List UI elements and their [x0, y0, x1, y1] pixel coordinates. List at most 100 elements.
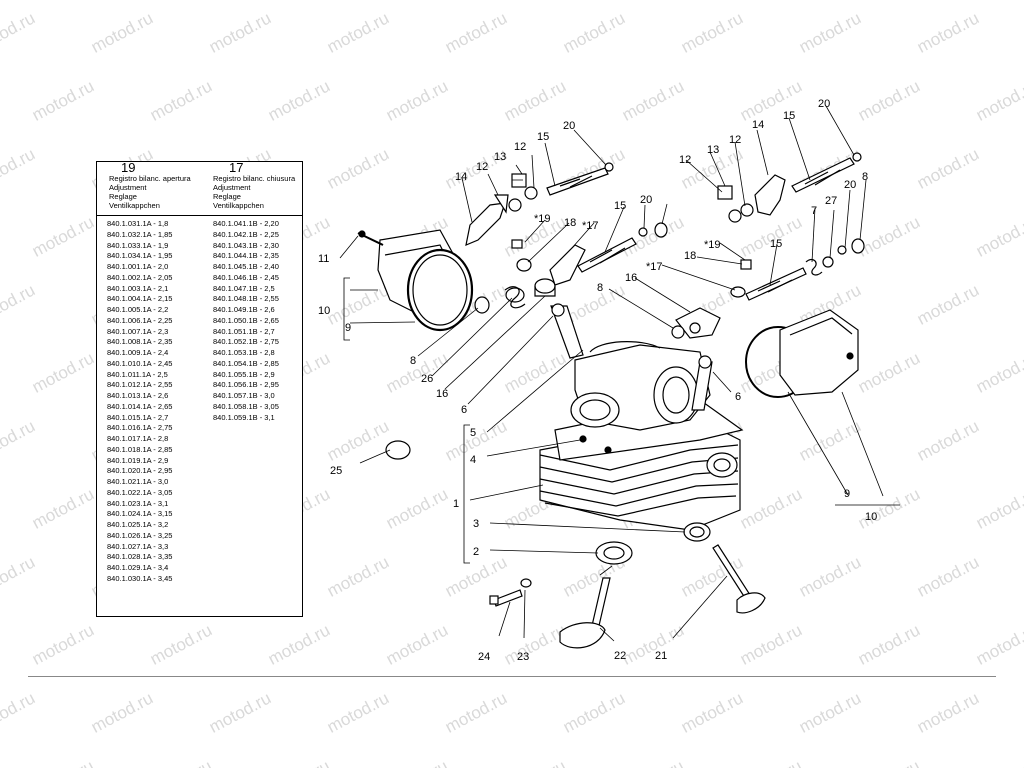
table-row: 840.1.052.1B - 2,75	[213, 337, 279, 347]
callout-label: 14	[752, 119, 764, 131]
table-header-rule	[97, 215, 302, 216]
nut-13-left	[511, 173, 527, 188]
table-row: 840.1.019.1A - 2,9	[107, 455, 169, 465]
callout-label: 1	[453, 498, 459, 510]
washer-27	[822, 256, 834, 268]
callout-label: 6	[461, 404, 467, 416]
callout-label: 13	[494, 151, 506, 163]
valve-seat-2	[595, 541, 633, 565]
callout-label: 12	[679, 154, 691, 166]
table-row: 840.1.053.1B - 2,8	[213, 348, 275, 357]
table-row: 840.1.024.1A - 3,15	[107, 509, 173, 519]
table-row: 840.1.018.1A - 2,85	[107, 444, 173, 454]
adjustment-cap-table: 19 17 Registro bilanc. apertura Adjustme…	[96, 160, 303, 617]
callout-label: 18	[684, 250, 696, 262]
callout-label: 26	[421, 373, 433, 385]
table-row: 840.1.007.1A - 2,3	[107, 326, 169, 336]
callout-label: 4	[470, 454, 476, 466]
table-row: 840.1.045.1B - 2,40	[213, 262, 279, 271]
valve-seat-ring-3-inner	[689, 526, 705, 538]
table-row: 840.1.015.1A - 2,7	[107, 412, 169, 422]
washer-12-right-b	[740, 203, 754, 217]
callout-label: 12	[514, 141, 526, 153]
table-row: 840.1.043.1B - 2,30	[213, 240, 279, 250]
table-col17-header-line: Registro bilanc. chiusura	[213, 174, 296, 183]
callout-label: *19	[704, 239, 721, 251]
table-row: 840.1.048.1B - 2,55	[213, 294, 279, 304]
callout-label: *17	[582, 220, 599, 232]
table-row: 840.1.014.1A - 2,65	[107, 401, 173, 411]
table-row: 840.1.023.1A - 3,1	[107, 498, 169, 508]
callout-label: *17	[646, 261, 663, 273]
plug-20-middle	[638, 227, 648, 237]
table-row: 840.1.005.1A - 2,2	[107, 305, 169, 314]
table-row: 840.1.021.1A - 3,0	[107, 477, 169, 486]
table-row: 840.1.030.1A - 3,45	[107, 573, 173, 583]
table-col19-header-line: Reglage	[109, 192, 137, 201]
table-row: 840.1.032.1A - 1,85	[107, 229, 173, 239]
leader-lines	[339, 105, 900, 642]
table-row: 840.1.025.1A - 3,2	[107, 520, 169, 529]
plug-20-left-top	[604, 162, 614, 172]
callout-label: 20	[640, 194, 652, 206]
table-col17-header-line: Adjustment	[213, 183, 251, 192]
callout-label: 20	[563, 120, 575, 132]
callout-label: *19	[534, 213, 551, 225]
spring-18-middle	[516, 258, 532, 272]
callout-label: 9	[844, 488, 850, 500]
table-col17-header-line: Reglage	[213, 192, 241, 201]
table-row: 840.1.011.1A - 2,5	[107, 369, 168, 379]
table-col19-header-line: Ventilkappchen	[109, 201, 160, 210]
callout-label: 15	[770, 238, 782, 250]
callout-label: 2	[473, 546, 479, 558]
callout-labels: 1234566788899101011121212121313141415151…	[318, 98, 877, 663]
table-col19-header-line: Registro bilanc. apertura	[109, 174, 191, 183]
washer-23	[520, 578, 532, 588]
callout-label: 3	[473, 518, 479, 530]
bottom-rule	[28, 676, 996, 677]
table-row: 840.1.054.1B - 2,85	[213, 358, 279, 368]
exhaust-valve-21	[712, 544, 766, 614]
table-row: 840.1.002.1A - 2,05	[107, 272, 173, 282]
table-col19-number: 19	[121, 160, 136, 175]
table-row: 840.1.029.1A - 3,4	[107, 563, 169, 572]
table-row: 840.1.020.1A - 2,95	[107, 466, 173, 476]
table-row: 840.1.022.1A - 3,05	[107, 487, 173, 497]
left-valve-cover-10	[357, 229, 474, 332]
table-row: 840.1.001.1A - 2,0	[107, 262, 169, 271]
callout-label: 15	[614, 200, 626, 212]
table-row: 840.1.013.1A - 2,6	[107, 391, 169, 400]
spring-7-right	[805, 258, 823, 276]
table-row: 840.1.017.1A - 2,8	[107, 434, 169, 443]
rocker-arm-14-right	[754, 174, 786, 216]
table-row: 840.1.031.1A - 1,8	[107, 219, 169, 228]
callout-label: 15	[537, 131, 549, 143]
cap-17-right	[730, 286, 746, 298]
table-row: 840.1.012.1A - 2,55	[107, 380, 173, 390]
callout-label: 7	[811, 205, 817, 217]
table-col17-header: Registro bilanc. chiusura Adjustment Reg…	[213, 174, 295, 210]
cap-16-left	[534, 278, 556, 297]
washer-8-right	[851, 238, 865, 254]
table-row: 840.1.033.1A - 1,9	[107, 240, 169, 250]
table-row: 840.1.010.1A - 2,45	[107, 358, 173, 368]
washer-8-right-low	[671, 325, 685, 339]
callout-label: 9	[345, 322, 351, 334]
rocker-shaft-15-right-low	[745, 267, 807, 301]
valve-seat-2-inner	[603, 546, 625, 560]
table-row: 840.1.046.1B - 2,45	[213, 272, 279, 282]
callout-label: 12	[729, 134, 741, 146]
table-col19-header: Registro bilanc. apertura Adjustment Reg…	[109, 174, 191, 210]
table-row: 840.1.009.1A - 2,4	[107, 348, 169, 357]
table-row: 840.1.058.1B - 3,05	[213, 401, 279, 411]
table-row: 840.1.041.1B - 2,20	[213, 219, 279, 228]
rocker-shaft-15-middle	[577, 237, 637, 273]
cap-19-right	[740, 259, 752, 270]
table-row: 840.1.051.1B - 2,7	[213, 326, 275, 336]
intake-valve-22	[559, 577, 611, 649]
table-row: 840.1.055.1B - 2,9	[213, 369, 275, 379]
nut-13-right	[717, 185, 733, 200]
callout-label: 23	[517, 651, 529, 663]
